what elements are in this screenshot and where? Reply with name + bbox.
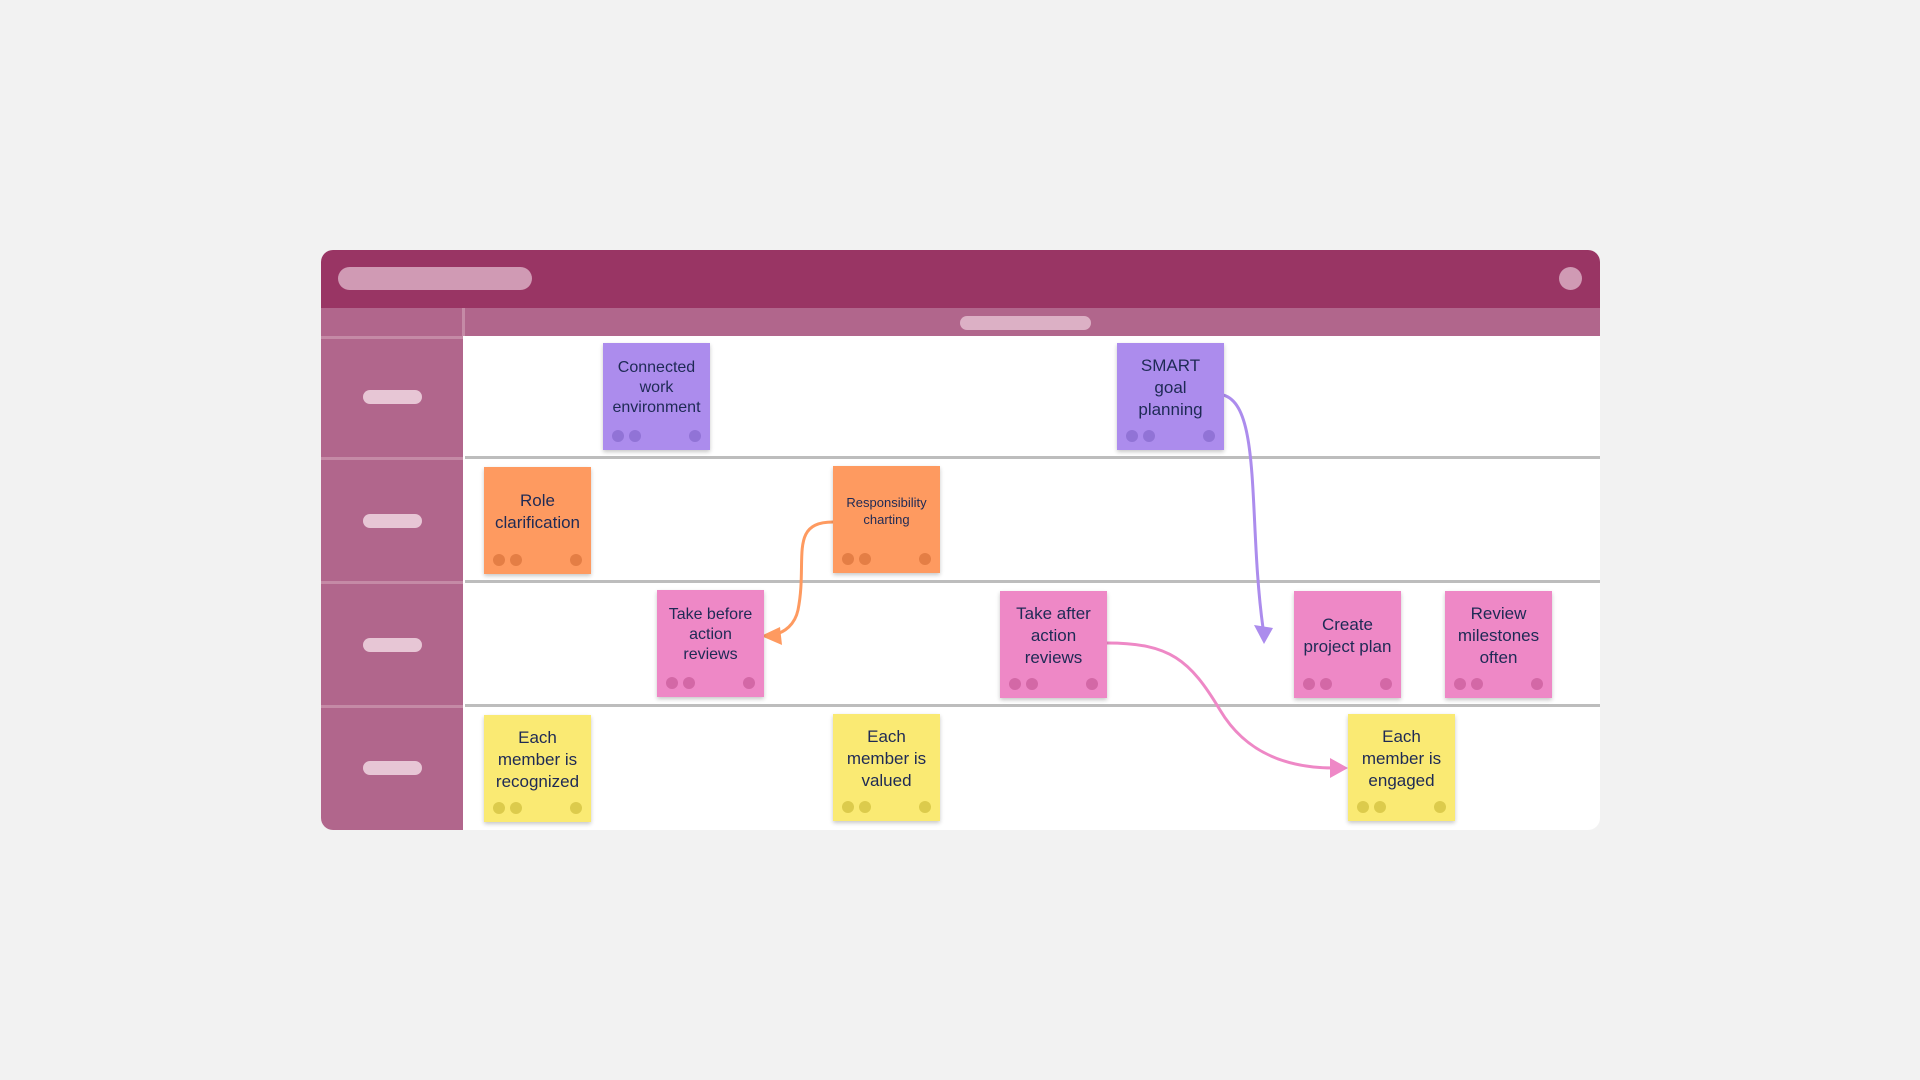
column-title-placeholder[interactable] — [960, 316, 1091, 330]
note-dot — [919, 553, 931, 565]
sticky-note[interactable]: Create project plan — [1294, 591, 1401, 698]
arrowhead — [761, 627, 782, 645]
note-dot — [1203, 430, 1215, 442]
sticky-note[interactable]: Each member is valued — [833, 714, 940, 821]
note-text: Take before action reviews — [668, 605, 753, 663]
note-dot — [1026, 678, 1038, 690]
row-divider — [465, 580, 1600, 583]
note-text: Take after action reviews — [1016, 603, 1091, 667]
sidebar-divider — [321, 581, 463, 584]
board-menu-dot[interactable] — [1559, 267, 1582, 290]
sidebar-divider — [321, 705, 463, 708]
note-dot — [1303, 678, 1315, 690]
note-dot — [683, 677, 695, 689]
note-dot — [1380, 678, 1392, 690]
note-text: Responsibility charting — [846, 494, 927, 527]
note-dot — [629, 430, 641, 442]
row-label-placeholder[interactable] — [363, 390, 422, 404]
note-dot — [743, 677, 755, 689]
note-dot — [570, 802, 582, 814]
note-dot — [1374, 801, 1386, 813]
note-dot — [1471, 678, 1483, 690]
note-dot — [689, 430, 701, 442]
note-dot — [1126, 430, 1138, 442]
connector-arrow — [771, 520, 834, 637]
sticky-note[interactable]: Role clarification — [484, 467, 591, 574]
note-dot — [1531, 678, 1543, 690]
note-dot — [1086, 678, 1098, 690]
row-label-placeholder[interactable] — [363, 638, 422, 652]
note-dot — [1357, 801, 1369, 813]
note-dot — [1434, 801, 1446, 813]
note-text: SMART goal planning — [1138, 355, 1203, 419]
board-title-placeholder[interactable] — [338, 267, 532, 290]
note-dot — [1454, 678, 1466, 690]
note-text: Review milestones often — [1457, 603, 1540, 667]
note-dot — [842, 801, 854, 813]
note-text: Role clarification — [494, 490, 581, 532]
note-text: Create project plan — [1303, 614, 1392, 656]
note-dot — [919, 801, 931, 813]
column-divider — [462, 308, 465, 336]
sticky-note[interactable]: Each member is engaged — [1348, 714, 1455, 821]
row-label-placeholder[interactable] — [363, 514, 422, 528]
note-dot — [612, 430, 624, 442]
note-text: Each member is engaged — [1361, 726, 1442, 790]
note-dot — [493, 554, 505, 566]
arrowhead — [1254, 625, 1273, 644]
note-dot — [666, 677, 678, 689]
row-label-placeholder[interactable] — [363, 761, 422, 775]
arrowhead — [1330, 758, 1348, 778]
note-dot — [859, 553, 871, 565]
note-dot — [510, 554, 522, 566]
sticky-note[interactable]: Take before action reviews — [657, 590, 764, 697]
sticky-note[interactable]: Review milestones often — [1445, 591, 1552, 698]
note-dot — [493, 802, 505, 814]
connector-arrow — [1222, 393, 1265, 629]
board-header — [321, 250, 1600, 308]
sticky-note[interactable]: Take after action reviews — [1000, 591, 1107, 698]
sidebar-divider — [321, 336, 463, 339]
note-text: Connected work environment — [612, 358, 701, 416]
note-dot — [570, 554, 582, 566]
sticky-note[interactable]: SMART goal planning — [1117, 343, 1224, 450]
note-dot — [1143, 430, 1155, 442]
sticky-note[interactable]: Each member is recognized — [484, 715, 591, 822]
sidebar-divider — [321, 457, 463, 460]
note-text: Each member is recognized — [495, 727, 580, 791]
note-dot — [1009, 678, 1021, 690]
row-divider — [465, 704, 1600, 707]
note-dot — [859, 801, 871, 813]
sticky-note[interactable]: Connected work environment — [603, 343, 710, 450]
note-text: Each member is valued — [846, 726, 927, 790]
note-dot — [1320, 678, 1332, 690]
row-divider — [465, 456, 1600, 459]
note-dot — [510, 802, 522, 814]
sticky-note[interactable]: Responsibility charting — [833, 466, 940, 573]
connector-arrow — [1106, 641, 1335, 770]
note-dot — [842, 553, 854, 565]
